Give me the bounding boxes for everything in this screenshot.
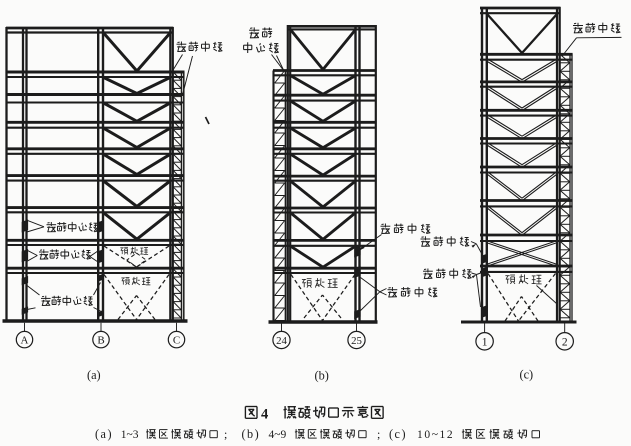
- svg-text:;: ;: [224, 427, 227, 441]
- svg-text:;: ;: [377, 427, 380, 441]
- svg-text:24: 24: [276, 335, 287, 347]
- svg-text:(a): (a): [95, 427, 113, 441]
- svg-text:4: 4: [261, 407, 268, 423]
- svg-text:C: C: [173, 334, 180, 346]
- svg-text:1: 1: [482, 336, 488, 348]
- svg-text:(b): (b): [242, 427, 261, 441]
- svg-text:25: 25: [351, 335, 362, 347]
- svg-text:4~9: 4~9: [269, 429, 287, 441]
- svg-text:10~12: 10~12: [417, 429, 454, 441]
- svg-text:1~3: 1~3: [121, 429, 139, 441]
- svg-text:(a): (a): [87, 368, 101, 382]
- svg-text:(c): (c): [520, 368, 534, 382]
- svg-text:(c): (c): [389, 427, 407, 441]
- svg-text:A: A: [21, 334, 29, 346]
- svg-text:B: B: [97, 334, 104, 346]
- svg-text:2: 2: [562, 336, 568, 348]
- svg-text:(b): (b): [315, 369, 329, 383]
